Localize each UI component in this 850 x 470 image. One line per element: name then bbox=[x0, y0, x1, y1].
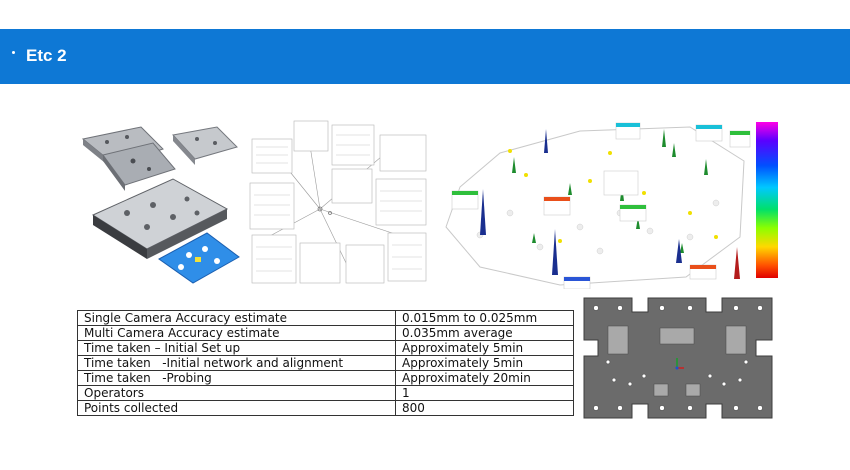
row-label: Multi Camera Accuracy estimate bbox=[77, 325, 396, 341]
row-value: Approximately 5min bbox=[395, 355, 574, 371]
camera-network-plot bbox=[440, 117, 752, 289]
row-label: Time taken – Initial Set up bbox=[77, 340, 396, 356]
row-label: Operators bbox=[77, 385, 396, 401]
bullet-icon bbox=[12, 51, 15, 54]
row-value: 1 bbox=[395, 385, 574, 401]
color-scale-bar bbox=[756, 122, 778, 278]
top-strip bbox=[0, 0, 850, 29]
section-title: Etc 2 bbox=[26, 46, 67, 65]
table-row: Time taken -Initial network and alignmen… bbox=[77, 355, 574, 371]
row-label: Single Camera Accuracy estimate bbox=[77, 310, 396, 326]
row-label: Points collected bbox=[77, 400, 396, 416]
row-value: Approximately 20min bbox=[395, 370, 574, 386]
measurement-diagram bbox=[248, 117, 430, 287]
row-value: Approximately 5min bbox=[395, 340, 574, 356]
metal-plates-photo bbox=[77, 117, 243, 287]
row-label: Time taken -Probing bbox=[77, 370, 396, 386]
row-value: 0.035mm average bbox=[395, 325, 574, 341]
section-header: Etc 2 bbox=[0, 29, 850, 84]
plate-cad-drawing bbox=[578, 292, 776, 422]
row-value: 800 bbox=[395, 400, 574, 416]
row-label: Time taken -Initial network and alignmen… bbox=[77, 355, 396, 371]
row-value: 0.015mm to 0.025mm bbox=[395, 310, 574, 326]
